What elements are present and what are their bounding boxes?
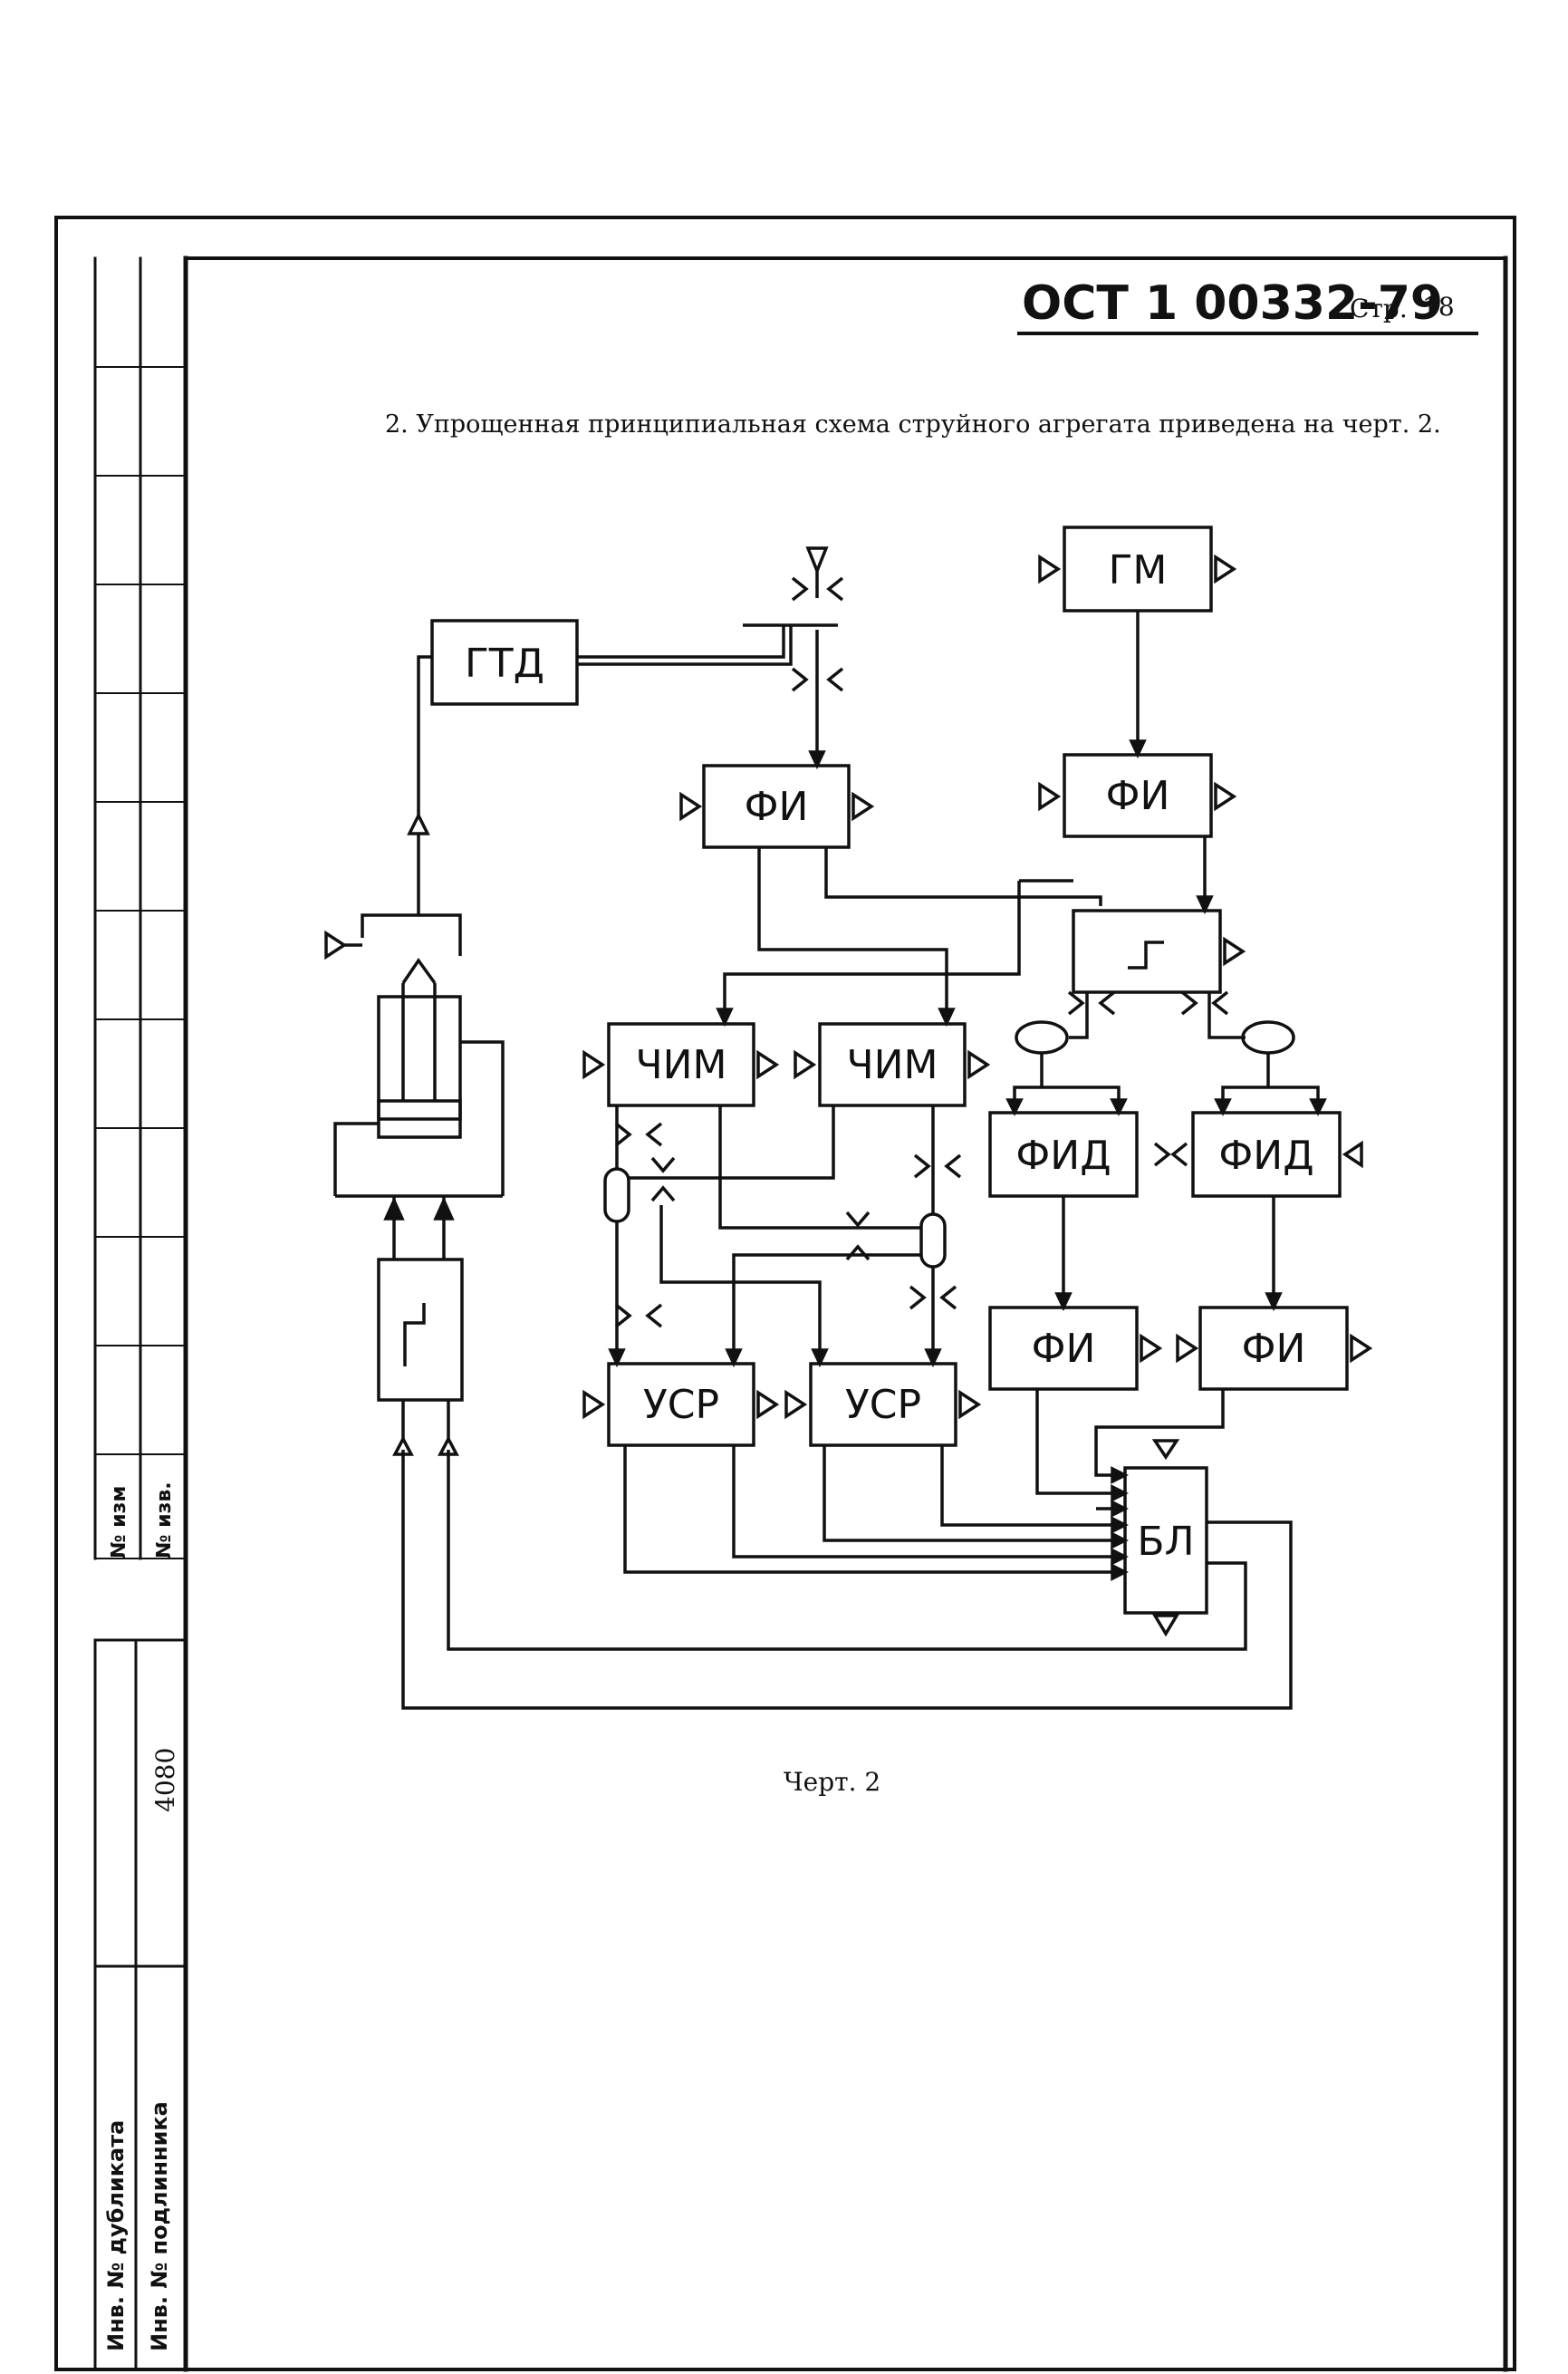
stamp-izv-label: № изв. [153,1481,176,1559]
stamp-dubl-label: Инв. № дубликата [103,2120,129,2351]
block-fid-right [1191,1111,1342,1198]
label-fi-lower-left: ФИ [1032,1326,1096,1372]
label-fi-right: ФИ [1106,773,1170,819]
schematic [324,526,1373,1710]
label-usr-left: УСР [643,1382,719,1428]
label-chim-left: ЧИМ [635,1042,726,1088]
block-switch [1072,909,1222,994]
doc-code: ОСТ 1 00332-79 [1022,276,1443,331]
coupler-chim-left [603,1167,630,1223]
label-gm: ГМ [1109,547,1168,594]
page-number: 18 [1422,292,1455,322]
antenna-icon [805,546,829,598]
stamp-podl-value: 4080 [150,1748,180,1812]
page-frame [54,216,1516,2371]
block-gtd [430,619,579,706]
page-label: Стр. [1350,294,1408,323]
block-chim-left [607,1022,755,1107]
label-chim-right: ЧИМ [846,1042,938,1088]
label-fid-right: ФИД [1218,1133,1313,1179]
label-fid-left: ФИД [1015,1133,1111,1179]
label-fi-lower-right: ФИ [1242,1326,1306,1372]
intro-text: 2. Упрощенная принципиальная схема струй… [385,410,1441,439]
hydraulic-cylinder [377,995,462,1139]
label-bl: БЛ [1137,1519,1194,1565]
figure-caption: Черт. 2 [784,1767,880,1797]
stamp-izm-label: № изм [108,1486,130,1559]
block-valve-switch [377,1258,464,1402]
block-fi-left [702,764,851,849]
coupler-left [1015,1020,1069,1055]
coupler-chim-right [919,1212,947,1269]
label-fi-left: ФИ [745,784,809,830]
label-gtd: ГТД [465,641,544,687]
label-usr-right: УСР [845,1382,921,1428]
block-usr-left [607,1362,755,1447]
coupler-right [1241,1020,1295,1055]
block-chim-right [818,1022,967,1107]
block-usr-right [809,1362,957,1447]
stamp-podl-label: Инв. № подлинника [147,2101,172,2351]
